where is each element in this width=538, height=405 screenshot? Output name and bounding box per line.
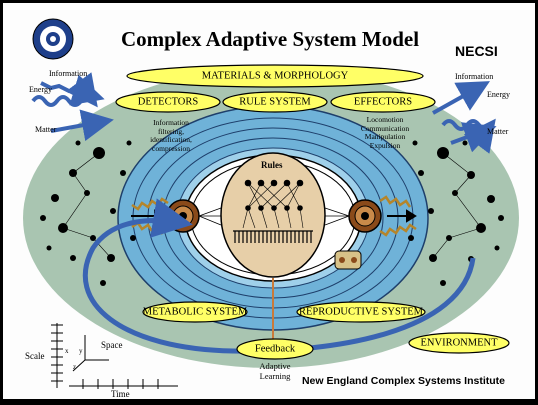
output-information-label: Information	[455, 72, 494, 81]
diagram-title: Complex Adaptive System Model	[121, 27, 420, 51]
necsi-logo	[32, 18, 74, 60]
org-short-name: NECSI	[455, 43, 498, 59]
input-energy-label: Energy	[29, 85, 52, 94]
axis-scale-label: Scale	[25, 351, 45, 361]
axis-x-label: x	[65, 347, 69, 355]
metabolic-system-label: METABOLIC SYSTEM	[142, 306, 248, 318]
environment-label: ENVIRONMENT	[420, 337, 498, 349]
feedback-label: Feedback	[254, 343, 296, 355]
output-energy-label: Energy	[487, 90, 510, 99]
axis-z-label: z	[73, 363, 77, 371]
output-arrows	[432, 81, 497, 154]
detector-organ	[166, 199, 200, 233]
input-information-label: Information	[49, 69, 88, 78]
input-arrows	[31, 72, 114, 142]
detector-notes: Information filtering, identification, c…	[150, 118, 192, 153]
rules-core	[220, 152, 326, 278]
reproductive-organ	[334, 250, 362, 270]
output-matter-label: Matter	[487, 127, 509, 136]
rule-system-label: RULE SYSTEM	[239, 96, 311, 108]
rules-network	[233, 179, 313, 243]
effector-organ	[348, 199, 382, 233]
effector-notes: Locomotion Communication Manipulation Ex…	[360, 115, 410, 150]
feedback-loop-arrow	[82, 198, 476, 354]
axis-time-label: Time	[111, 389, 130, 399]
axes-glyph	[51, 323, 178, 389]
materials-morphology-label: MATERIALS & MORPHOLOGY	[201, 70, 349, 82]
axis-space-label: Space	[101, 340, 123, 350]
axis-y-label: y	[79, 347, 83, 355]
organ-connections	[198, 207, 350, 226]
input-matter-label: Matter	[35, 125, 57, 134]
diagram-graphics	[23, 18, 519, 389]
detectors-label: DETECTORS	[137, 96, 199, 108]
effectors-label: EFFECTORS	[353, 96, 413, 108]
reproductive-system-label: REPRODUCTIVE SYSTEM	[299, 306, 423, 318]
adaptive-learning-label: Adaptive Learning	[259, 361, 291, 381]
concept-ovals	[115, 64, 510, 360]
rules-label: Rules	[261, 160, 283, 170]
org-full-name: New England Complex Systems Institute	[301, 375, 505, 387]
